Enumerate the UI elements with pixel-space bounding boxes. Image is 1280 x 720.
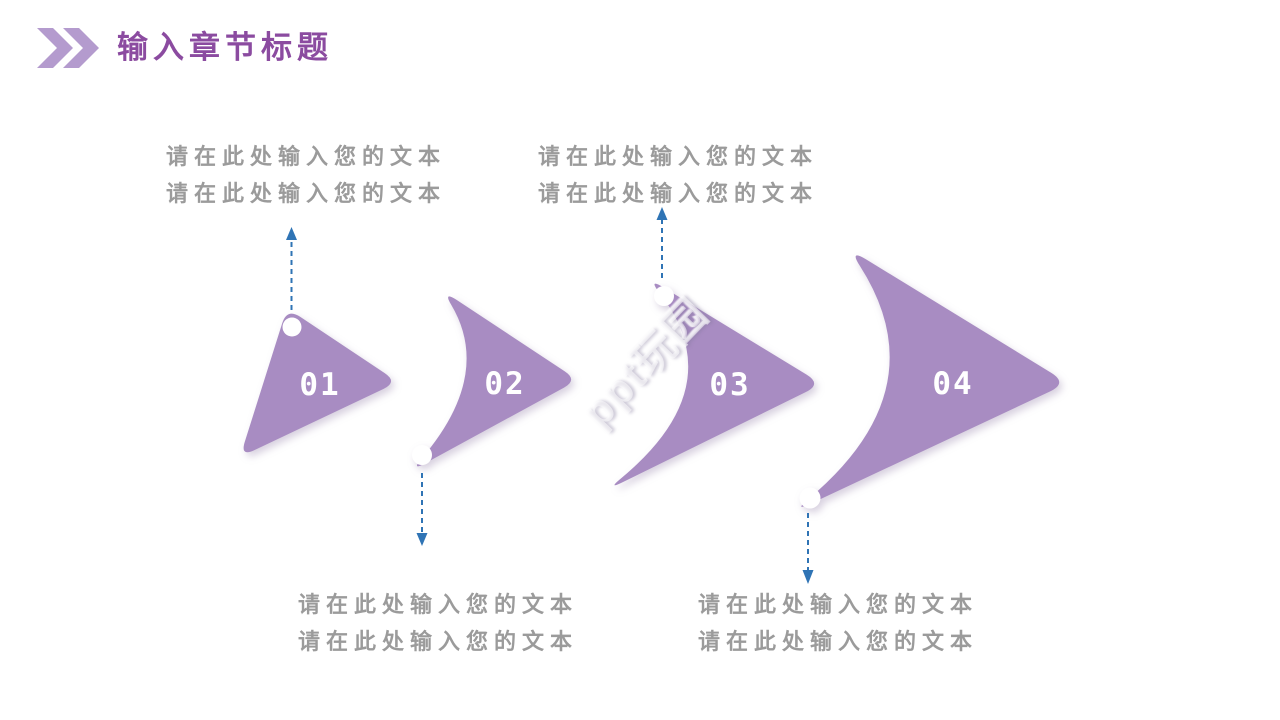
step-shape-04[interactable] — [801, 255, 1060, 507]
callout-arrow-01 — [286, 227, 297, 310]
callout-arrow-02 — [416, 473, 428, 546]
placeholder-text[interactable]: 请在此处输入您的文本 — [166, 144, 447, 169]
callout-step-02[interactable]: 请在此处输入您的文本 请在此处输入您的文本 — [298, 586, 608, 660]
step-number-02[interactable]: 02 — [484, 366, 525, 402]
placeholder-text[interactable]: 请在此处输入您的文本 — [166, 181, 447, 206]
placeholder-text[interactable]: 请在此处输入您的文本 — [298, 629, 579, 654]
callout-step-01[interactable]: 请在此处输入您的文本 请在此处输入您的文本 — [166, 138, 476, 212]
step-shape-03[interactable] — [614, 283, 815, 486]
callout-step-04[interactable]: 请在此处输入您的文本 请在此处输入您的文本 — [698, 586, 1008, 660]
callout-arrow-04 — [802, 513, 814, 584]
placeholder-text[interactable]: 请在此处输入您的文本 — [698, 592, 979, 617]
connector-hole-04 — [799, 487, 821, 509]
connector-hole-01 — [282, 317, 302, 337]
connector-hole-03 — [654, 286, 674, 306]
step-number-04[interactable]: 04 — [932, 366, 973, 402]
step-number-01[interactable]: 01 — [299, 367, 340, 403]
placeholder-text[interactable]: 请在此处输入您的文本 — [698, 629, 979, 654]
callout-arrow-03 — [656, 207, 668, 278]
step-number-03[interactable]: 03 — [709, 367, 750, 403]
placeholder-text[interactable]: 请在此处输入您的文本 — [538, 144, 819, 169]
step-shape-02[interactable] — [416, 296, 572, 467]
step-shape-01[interactable] — [243, 313, 392, 453]
slide-header: 输入章节标题 — [37, 28, 333, 68]
placeholder-text[interactable]: 请在此处输入您的文本 — [298, 592, 579, 617]
connector-hole-02 — [412, 445, 432, 465]
section-title[interactable]: 输入章节标题 — [117, 30, 333, 65]
placeholder-text[interactable]: 请在此处输入您的文本 — [538, 181, 819, 206]
double-chevron-right-icon — [37, 28, 99, 68]
callout-step-03[interactable]: 请在此处输入您的文本 请在此处输入您的文本 — [538, 138, 848, 212]
